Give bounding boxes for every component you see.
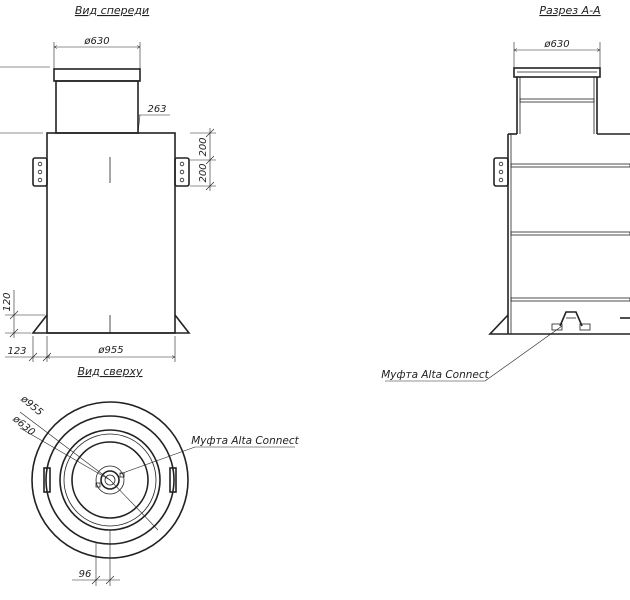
dim-base: 123 ø955 [5, 336, 175, 362]
dim-top-diameters: ø955 ø630 [10, 393, 159, 531]
svg-text:96: 96 [79, 569, 92, 580]
section-rib-3 [510, 297, 630, 302]
front-view-title: Вид спереди [75, 4, 149, 17]
section-view: Разрез А-А ø630 [381, 4, 630, 382]
section-lug [493, 157, 509, 187]
dim-neck-diameter: ø630 [54, 36, 140, 69]
dim-section-neck: ø630 [514, 39, 600, 68]
right-lug [174, 157, 190, 187]
top-coupling-leader: Муфта Alta Connect [119, 435, 300, 475]
section-rib-2 [510, 231, 630, 236]
svg-text:200: 200 [198, 137, 209, 156]
coupling-circle [100, 470, 120, 490]
base-flange [31, 314, 191, 334]
section-coupling-leader: Муфта Alta Connect [381, 325, 563, 382]
svg-text:200: 200 [198, 163, 209, 182]
top-view: Вид сверху ø955 ø630 Муфта Alta Connect [10, 365, 300, 586]
dim-263: 263 [137, 104, 170, 134]
svg-text:ø630: ø630 [543, 39, 569, 50]
section-rib-1 [510, 163, 630, 168]
neck-body [55, 80, 139, 134]
dim-96: 96 [72, 530, 120, 586]
dim-120: 120 [2, 290, 45, 338]
svg-text:ø955: ø955 [18, 393, 45, 418]
coupling-label-top: Муфта Alta Connect [191, 435, 299, 447]
dim-200-lugs: 200 200 [190, 128, 216, 191]
svg-text:ø955: ø955 [97, 345, 123, 356]
section-coupling [551, 311, 591, 331]
left-lug [32, 157, 48, 187]
top-lug-right [169, 467, 177, 493]
section-view-title: Разрез А-А [539, 4, 600, 17]
coupling-label-section: Муфта Alta Connect [381, 369, 489, 381]
front-view: Вид спереди ø630 [0, 4, 216, 362]
svg-text:ø630: ø630 [10, 413, 37, 438]
section-neck-cap [513, 67, 601, 78]
neck-cap [53, 68, 141, 82]
neck-inner-circle [71, 441, 149, 519]
top-view-title: Вид сверху [77, 365, 143, 378]
svg-text:120: 120 [2, 292, 13, 311]
svg-text:123: 123 [7, 346, 26, 357]
svg-text:ø630: ø630 [83, 36, 109, 47]
svg-text:263: 263 [147, 104, 166, 115]
top-lug-left [43, 467, 51, 493]
tank-body [46, 132, 176, 334]
